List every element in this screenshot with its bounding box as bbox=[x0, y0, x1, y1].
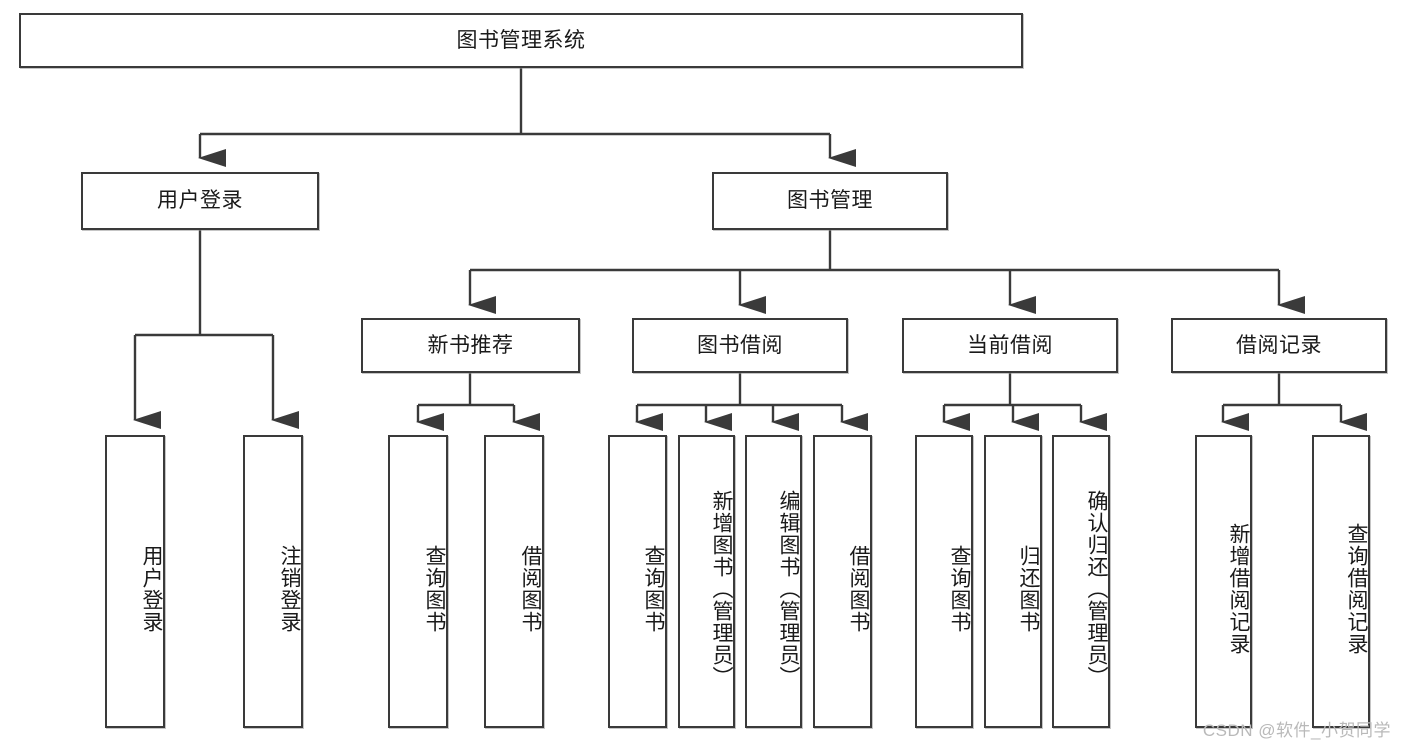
node-current-borrow[interactable]: 当前借阅 bbox=[902, 318, 1118, 373]
node-label: 新增图书（管理员） bbox=[710, 489, 733, 688]
node-label: 图书借阅 bbox=[697, 333, 783, 357]
node-label: 当前借阅 bbox=[967, 333, 1053, 357]
leaf-query-book-borrow[interactable]: 查询图书 bbox=[608, 435, 667, 728]
node-label: 借阅图书 bbox=[847, 544, 870, 633]
leaf-user-login[interactable]: 用户登录 bbox=[105, 435, 165, 728]
node-label: 编辑图书（管理员） bbox=[777, 489, 800, 688]
leaf-add-borrow-record[interactable]: 新增借阅记录 bbox=[1195, 435, 1252, 728]
node-book-borrow[interactable]: 图书借阅 bbox=[632, 318, 848, 373]
node-label: 新书推荐 bbox=[427, 333, 514, 357]
leaf-edit-book-admin[interactable]: 编辑图书（管理员） bbox=[745, 435, 802, 728]
node-label: 新增借阅记录 bbox=[1227, 522, 1250, 655]
node-label: 用户登录 bbox=[140, 544, 163, 633]
node-label: 查询借阅记录 bbox=[1345, 522, 1368, 655]
leaf-confirm-return-admin[interactable]: 确认归还（管理员） bbox=[1052, 435, 1110, 728]
leaf-borrow-book[interactable]: 借阅图书 bbox=[813, 435, 872, 728]
leaf-add-book-admin[interactable]: 新增图书（管理员） bbox=[678, 435, 735, 728]
node-book-management[interactable]: 图书管理 bbox=[712, 172, 948, 230]
node-label: 借阅记录 bbox=[1236, 333, 1322, 357]
node-user-login[interactable]: 用户登录 bbox=[81, 172, 319, 230]
node-borrow-records[interactable]: 借阅记录 bbox=[1171, 318, 1387, 373]
node-new-book-recommend[interactable]: 新书推荐 bbox=[361, 318, 580, 373]
node-label: 确认归还（管理员） bbox=[1085, 489, 1108, 688]
node-label: 图书管理 bbox=[787, 189, 873, 213]
node-root[interactable]: 图书管理系统 bbox=[19, 13, 1023, 68]
node-label: 借阅图书 bbox=[519, 544, 542, 633]
leaf-borrow-book-recommend[interactable]: 借阅图书 bbox=[484, 435, 544, 728]
node-label: 用户登录 bbox=[157, 189, 243, 213]
node-label: 图书管理系统 bbox=[456, 28, 586, 52]
node-label: 查询图书 bbox=[423, 544, 446, 633]
node-label: 注销登录 bbox=[278, 544, 301, 633]
leaf-logout[interactable]: 注销登录 bbox=[243, 435, 303, 728]
node-label: 查询图书 bbox=[948, 544, 971, 633]
node-label: 归还图书 bbox=[1017, 544, 1040, 633]
leaf-query-book-recommend[interactable]: 查询图书 bbox=[388, 435, 448, 728]
watermark: CSDN @软件_小贺同学 bbox=[1202, 721, 1391, 740]
leaf-query-book-current[interactable]: 查询图书 bbox=[915, 435, 973, 728]
leaf-return-book[interactable]: 归还图书 bbox=[984, 435, 1042, 728]
node-label: 查询图书 bbox=[642, 544, 665, 633]
leaf-query-borrow-record[interactable]: 查询借阅记录 bbox=[1312, 435, 1370, 728]
